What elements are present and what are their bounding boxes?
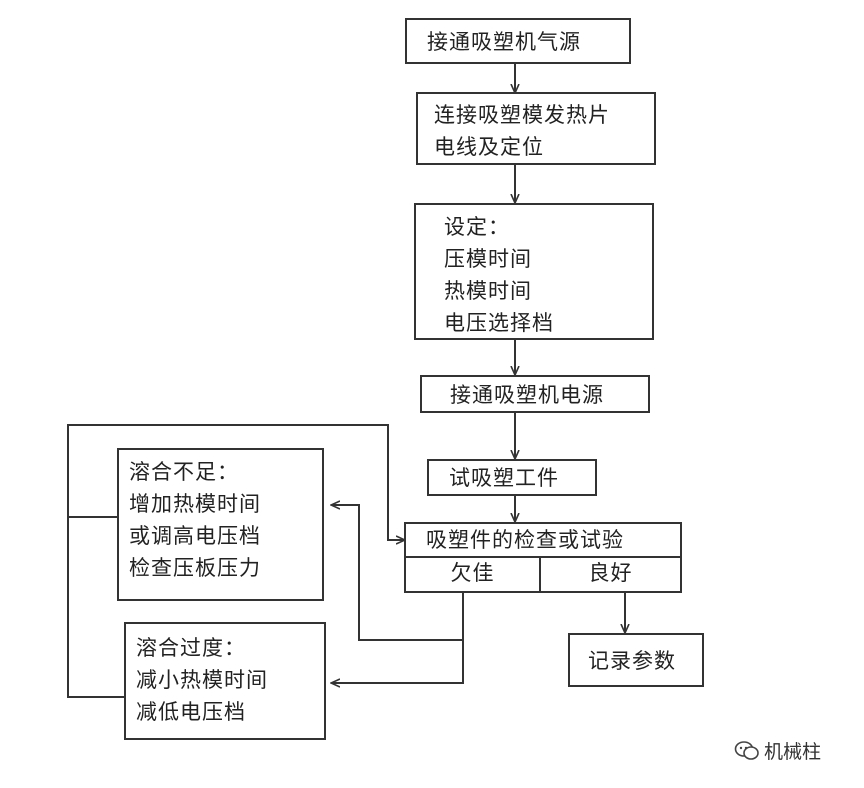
node-connect-power-text: 接通吸塑机电源 bbox=[450, 383, 604, 407]
arrow-bad-to-overfuse bbox=[332, 592, 464, 683]
node-underfuse-line-1: 溶合不足： bbox=[129, 460, 239, 484]
node-trial-text: 试吸塑工件 bbox=[449, 466, 559, 490]
node-settings-line-3: 热模时间 bbox=[444, 279, 532, 303]
node-inspect-text: 吸塑件的检查或试验 bbox=[426, 528, 624, 552]
node-settings-line-1: 设定： bbox=[444, 215, 510, 239]
node-connect-heater-line-2: 电线及定位 bbox=[434, 135, 544, 159]
node-result-bad-text: 欠佳 bbox=[450, 561, 495, 585]
arrow-bad-to-underfuse bbox=[332, 505, 464, 641]
node-overfuse-line-3: 减低电压档 bbox=[136, 700, 246, 724]
node-connect-power: 接通吸塑机电源 bbox=[420, 375, 650, 413]
node-result-good-text: 良好 bbox=[588, 561, 633, 585]
node-connect-air-text: 接通吸塑机气源 bbox=[427, 30, 581, 54]
node-connect-heater: 连接吸塑模发热片 电线及定位 bbox=[416, 92, 656, 165]
node-connect-heater-line-1: 连接吸塑模发热片 bbox=[434, 103, 610, 127]
feedback-loop-lower bbox=[67, 517, 124, 698]
node-underfuse-line-4: 检查压板压力 bbox=[129, 556, 261, 580]
node-trial: 试吸塑工件 bbox=[427, 459, 597, 496]
feedback-loop bbox=[67, 424, 404, 540]
watermark-text: 机械柱 bbox=[764, 741, 822, 763]
node-overfuse-line-2: 减小热模时间 bbox=[136, 668, 268, 692]
node-underfuse-line-2: 增加热模时间 bbox=[129, 492, 261, 516]
node-result-good: 良好 bbox=[541, 558, 680, 591]
node-connect-air: 接通吸塑机气源 bbox=[405, 18, 631, 64]
node-settings-line-2: 压模时间 bbox=[444, 247, 532, 271]
node-overfuse: 溶合过度： 减小热模时间 减低电压档 bbox=[124, 622, 326, 740]
wechat-icon bbox=[734, 740, 759, 760]
watermark: 机械柱 bbox=[734, 737, 821, 764]
node-overfuse-line-1: 溶合过度： bbox=[136, 636, 246, 660]
node-settings-line-4: 电压选择档 bbox=[444, 311, 554, 335]
node-underfuse-line-3: 或调高电压档 bbox=[129, 524, 261, 548]
node-record: 记录参数 bbox=[568, 633, 704, 687]
node-underfuse: 溶合不足： 增加热模时间 或调高电压档 检查压板压力 bbox=[117, 448, 324, 601]
node-inspect: 吸塑件的检查或试验 欠佳 良好 bbox=[404, 522, 682, 593]
node-record-text: 记录参数 bbox=[588, 649, 676, 673]
node-result-bad: 欠佳 bbox=[406, 558, 541, 591]
node-settings: 设定： 压模时间 热模时间 电压选择档 bbox=[414, 203, 654, 340]
